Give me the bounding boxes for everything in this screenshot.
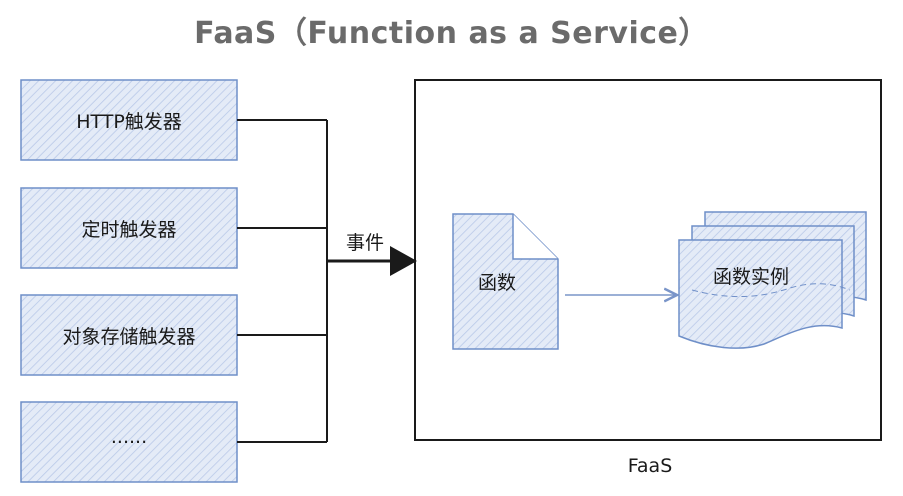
trigger-connectors [237, 119, 328, 443]
diagram-title: FaaS（Function as a Service） [194, 16, 709, 51]
trigger-box-http [20, 79, 238, 161]
trigger-box-object-storage [20, 294, 238, 376]
trigger-box-timer [20, 187, 238, 269]
function-document [452, 213, 559, 350]
faas-label: FaaS [627, 455, 673, 477]
faas-container [414, 79, 882, 441]
trigger-label-timer: 定时触发器 [81, 219, 177, 241]
event-label: 事件 [346, 232, 385, 254]
trigger-label-object-storage: 对象存储触发器 [62, 326, 196, 348]
trigger-box-more [20, 401, 238, 483]
trigger-label-http: HTTP触发器 [76, 111, 182, 133]
function-instance-label: 函数实例 [713, 266, 790, 288]
function-label: 函数 [478, 272, 517, 294]
function-instances-stack [678, 211, 867, 349]
trigger-label-more: ...... [110, 426, 148, 448]
